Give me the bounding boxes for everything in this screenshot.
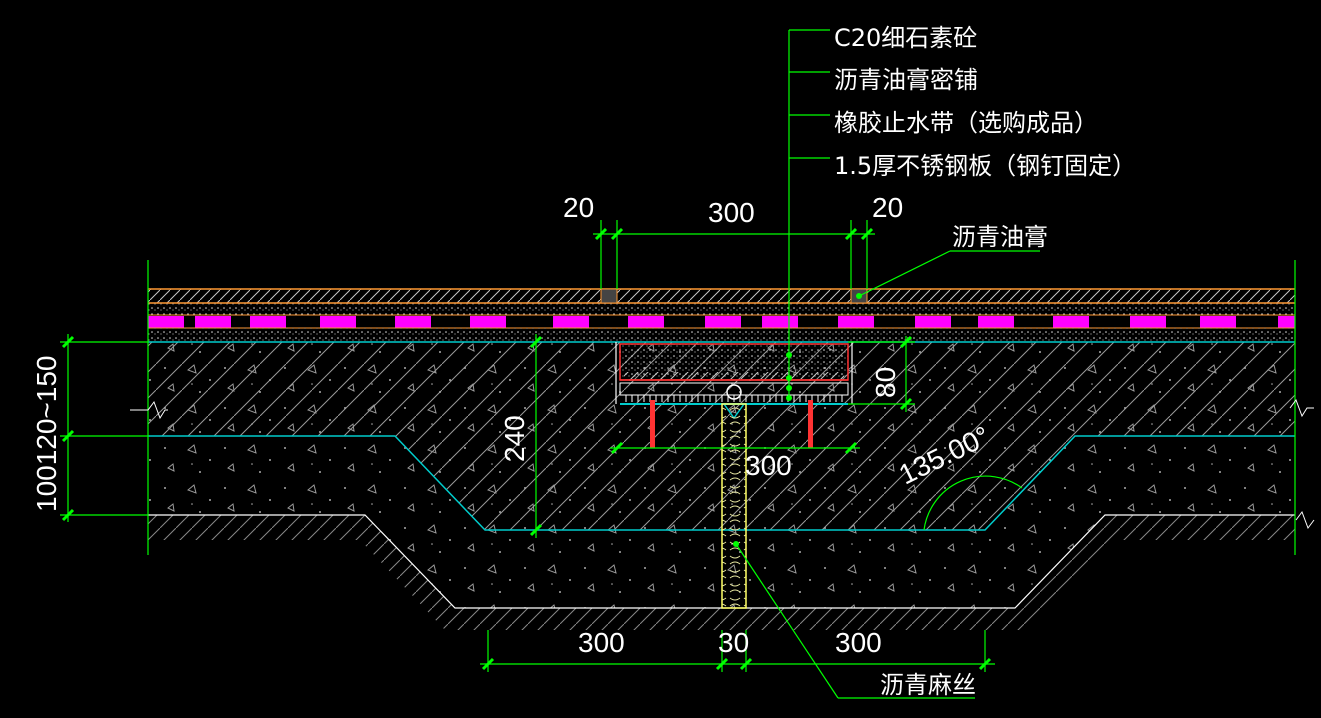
asphalt-hemp-joint <box>721 403 747 609</box>
cushion-layer <box>148 436 1295 608</box>
top-finish-layer <box>148 289 1295 303</box>
dim-depth-240: 240 <box>499 415 530 462</box>
waterstop-ticks <box>625 395 843 402</box>
dim-plate-width: 300 <box>745 450 792 481</box>
label-c20-concrete: C20细石素砼 <box>834 24 977 52</box>
dim-top-right-gap: 20 <box>872 192 903 223</box>
dim-bottom-left: 300 <box>578 627 625 658</box>
label-rubber-waterstop: 橡胶止水带（选购成品） <box>834 109 1098 137</box>
dimension-ticks <box>61 227 992 671</box>
label-asphalt-paste: 沥青油膏 <box>952 223 1048 251</box>
mortar-layer <box>148 303 1295 315</box>
label-steel-plate: 1.5厚不锈钢板（钢钉固定） <box>834 152 1136 180</box>
dimension-lines <box>60 29 1040 699</box>
dim-bottom-right: 300 <box>835 627 882 658</box>
top-joint-left <box>600 288 618 304</box>
anchor-nail-right <box>808 400 813 448</box>
anchor-nail-left <box>650 400 655 448</box>
magenta-band <box>148 316 1295 328</box>
dim-left-stack: 100120~150 <box>31 355 62 512</box>
dim-depth-80: 80 <box>870 367 901 398</box>
label-asphalt-seal: 沥青油膏密铺 <box>834 66 978 94</box>
dim-bottom-joint: 30 <box>718 627 749 658</box>
dim-top-width: 300 <box>708 197 755 228</box>
asphalt-seal-layer <box>624 372 844 379</box>
waterstop-bulb <box>726 384 742 400</box>
leader-dots <box>733 293 862 547</box>
earth-hatch <box>148 515 1295 630</box>
dim-top-left-gap: 20 <box>563 192 594 223</box>
label-asphalt-hemp: 沥青麻丝 <box>880 671 976 699</box>
